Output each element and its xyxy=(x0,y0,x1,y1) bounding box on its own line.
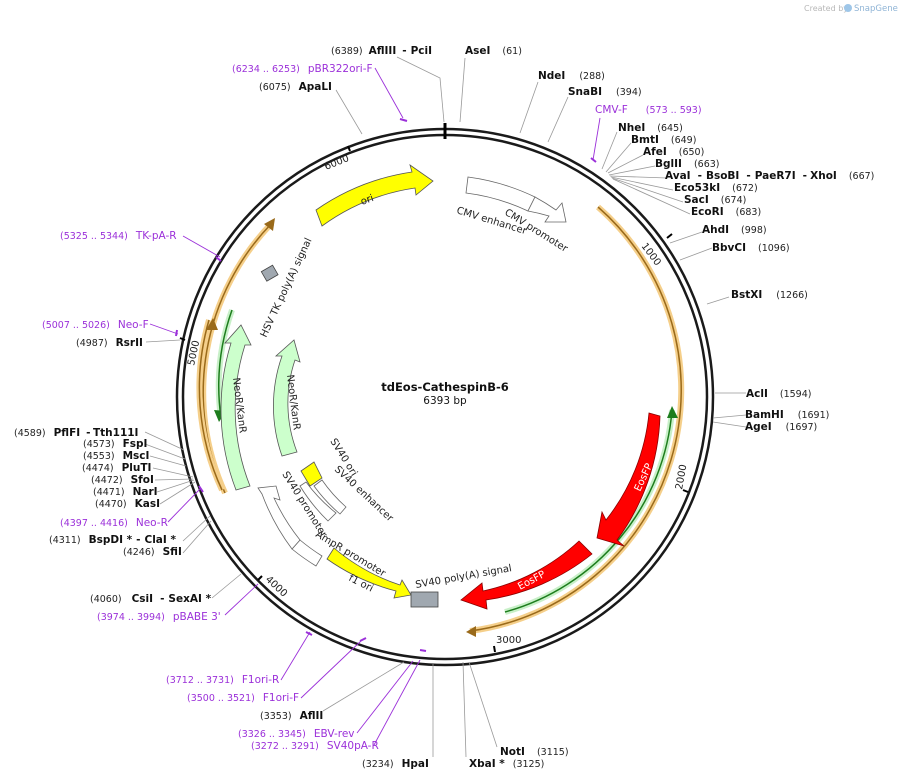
primer-sv40pa-r[interactable]: (3272 .. 3291)SV40pA-R xyxy=(251,740,379,752)
tick-3000: 3000 xyxy=(496,635,521,646)
enzyme-ageI[interactable]: AgeI(1697) xyxy=(745,421,817,433)
eosfp-label-2: EosFP xyxy=(516,569,547,593)
enzyme-ecoRI[interactable]: EcoRI(683) xyxy=(691,206,761,218)
eosfp-feature-1[interactable] xyxy=(596,412,661,547)
primer-f1ori-r[interactable]: (3712 .. 3731)F1ori-R xyxy=(166,674,279,686)
brand-text: SnapGene xyxy=(854,4,898,14)
primer-f1ori-f[interactable]: (3500 .. 3521)F1ori-F xyxy=(187,692,299,704)
created-by-text: Created by xyxy=(804,4,848,13)
enzyme-bstXI[interactable]: BstXI(1266) xyxy=(731,289,808,301)
enzyme-pluTI[interactable]: (4474)PluTI xyxy=(82,462,151,474)
primer-pbr322ori-f[interactable]: (6234 .. 6253)pBR322ori-F xyxy=(232,63,373,75)
enzyme-ahdI[interactable]: AhdI(998) xyxy=(702,224,767,236)
enzyme-kasI[interactable]: (4470)KasI xyxy=(95,498,160,510)
sv40-polya-label: SV40 poly(A) signal xyxy=(415,563,513,591)
enzyme-apaLI[interactable]: (6075)ApaLI xyxy=(259,81,332,93)
plasmid-size: 6393 bp xyxy=(423,395,467,407)
enzyme-snaBI[interactable]: SnaBI(394) xyxy=(568,86,642,98)
sv40-ori-feature[interactable] xyxy=(300,461,323,487)
enzyme-mscI[interactable]: (4553)MscI xyxy=(83,450,149,462)
primer-labels: (6234 .. 6253)pBR322ori-F CMV-F(573 .. 5… xyxy=(42,63,702,752)
enzyme-aflIII-pciI[interactable]: (6389)AflIII-PciI xyxy=(331,45,432,57)
enzyme-avaI-group[interactable]: AvaI-BsoBI-PaeR7I-XhoI(667) xyxy=(665,170,874,182)
ori-feature[interactable] xyxy=(315,164,434,227)
enzyme-bglII[interactable]: BglII(663) xyxy=(655,158,719,170)
snapgene-logo-icon xyxy=(844,4,852,12)
enzyme-fspI[interactable]: (4573)FspI xyxy=(83,438,147,450)
enzyme-narI[interactable]: (4471)NarI xyxy=(93,486,158,498)
ori-label: ori xyxy=(359,193,375,208)
enzyme-aflII[interactable]: (3353)AflII xyxy=(260,710,323,722)
primer-pbabe-3[interactable]: (3974 .. 3994)pBABE 3' xyxy=(97,611,221,623)
plasmid-name: tdEos-CathespinB-6 xyxy=(381,380,509,394)
tick-2000: 2000 xyxy=(674,464,689,491)
primer-ebv-rev[interactable]: (3326 .. 3345)EBV-rev xyxy=(238,728,355,740)
sv40-polya-feature[interactable] xyxy=(410,591,439,608)
enzyme-bbvCI[interactable]: BbvCI(1096) xyxy=(712,242,790,254)
enzyme-hpaI[interactable]: (3234)HpaI xyxy=(362,758,429,770)
enzyme-aseI[interactable]: AseI(61) xyxy=(465,45,522,57)
enzyme-bspDI-claI[interactable]: (4311)BspDI *-ClaI * xyxy=(49,534,176,546)
f1-ori-feature[interactable] xyxy=(326,547,412,599)
ampr-promoter-feature[interactable] xyxy=(291,539,323,567)
enzyme-leader-lines xyxy=(144,56,747,758)
hsv-tk-polya-feature[interactable] xyxy=(260,264,279,282)
sv40-promoter-outer-feature[interactable] xyxy=(257,485,301,550)
enzyme-aclI[interactable]: AclI(1594) xyxy=(746,388,811,400)
enzyme-sfoI[interactable]: (4472)SfoI xyxy=(91,474,154,486)
primer-neo-f[interactable]: (5007 .. 5026)Neo-F xyxy=(42,319,149,331)
primer-tk-pa-r[interactable]: (5325 .. 5344)TK-pA-R xyxy=(60,230,177,242)
enzyme-xbaI[interactable]: XbaI *(3125) xyxy=(469,758,544,770)
enzyme-sacI[interactable]: SacI(674) xyxy=(684,194,746,206)
orf-arcs xyxy=(196,204,685,637)
enzyme-rsrII[interactable]: (4987)RsrII xyxy=(76,337,143,349)
neor-kanr-outer-feature[interactable] xyxy=(220,324,252,491)
enzyme-csiI-sexAI[interactable]: (4060)CsiI-SexAI * xyxy=(90,593,212,605)
enzyme-afeI[interactable]: AfeI(650) xyxy=(643,146,704,158)
hsv-tk-polya-label: HSV TK poly(A) signal xyxy=(259,236,315,339)
enzyme-bmtI[interactable]: BmtI(649) xyxy=(631,134,696,146)
enzyme-ndeI[interactable]: NdeI(288) xyxy=(538,70,605,82)
enzyme-pflFI-tth111I[interactable]: (4589)PflFI-Tth111I xyxy=(14,427,138,439)
primer-leader-lines xyxy=(149,67,601,746)
enzyme-nheI[interactable]: NheI(645) xyxy=(618,122,683,134)
sv40-promoter-inner-feature[interactable] xyxy=(299,481,337,522)
enzyme-notI[interactable]: NotI(3115) xyxy=(500,746,569,758)
enzyme-sfiI[interactable]: (4246)SfiI xyxy=(123,546,182,558)
enzyme-labels: (6389)AflIII-PciI AseI(61) NdeI(288) Sna… xyxy=(14,45,874,770)
cmv-promoter-feature[interactable] xyxy=(527,196,567,223)
primer-neo-r[interactable]: (4397 .. 4416)Neo-R xyxy=(60,517,168,529)
primer-cmv-f[interactable]: CMV-F(573 .. 593) xyxy=(595,104,702,116)
neor-kanr-inner-feature[interactable] xyxy=(273,339,301,457)
sv40-enhancer-feature[interactable] xyxy=(313,479,347,515)
sv40-enhancer-label: SV40 enhancer xyxy=(332,464,396,525)
green-orf-arcs xyxy=(214,308,678,615)
enzyme-eco53kI[interactable]: Eco53kI(672) xyxy=(674,182,758,194)
cmv-enhancer-feature[interactable] xyxy=(465,176,536,212)
eosfp-feature-2[interactable] xyxy=(460,540,593,610)
enzyme-bamHI[interactable]: BamHI(1691) xyxy=(745,409,829,421)
